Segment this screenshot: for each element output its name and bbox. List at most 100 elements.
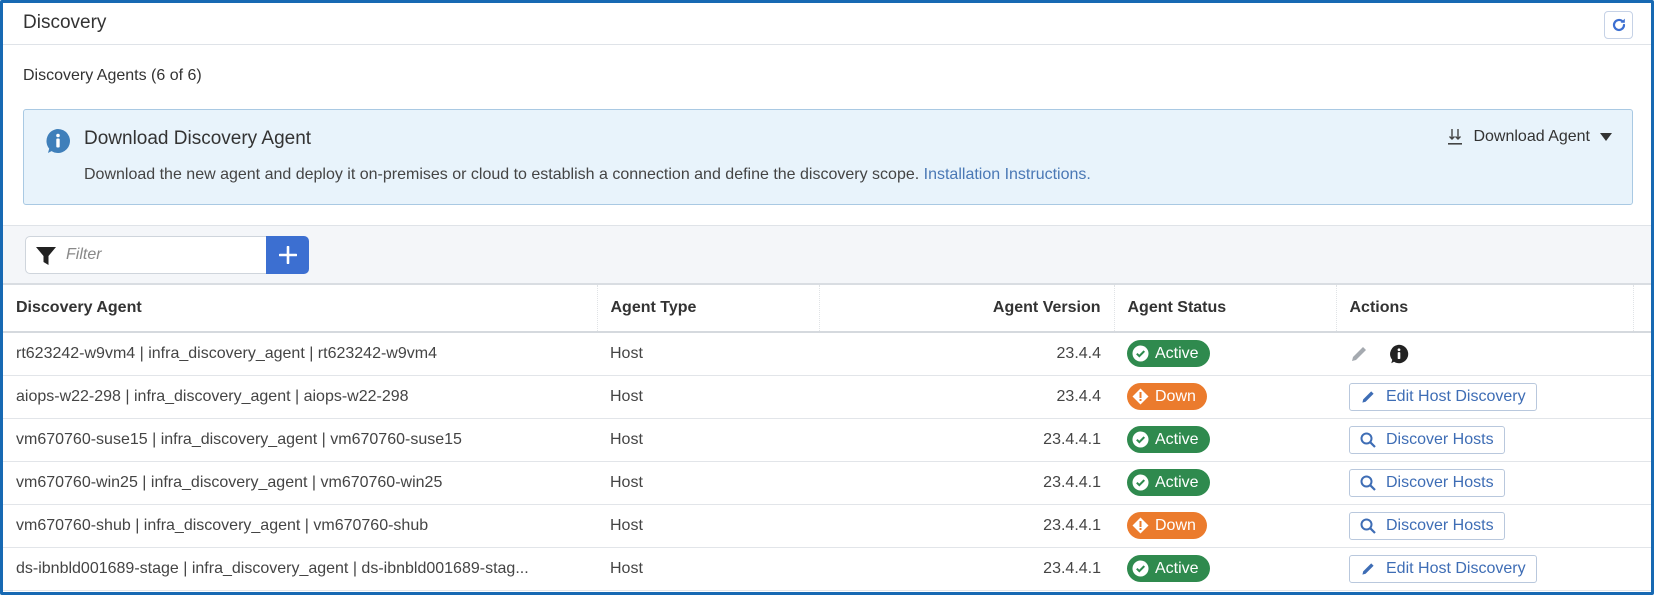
agent-name: vm670760-win25 | infra_discovery_agent |… [3, 461, 597, 505]
plus-icon [278, 246, 297, 264]
installation-instructions-link[interactable]: Installation Instructions. [923, 166, 1091, 183]
actions-cell: Edit Host Discovery [1336, 375, 1633, 419]
status-label: Active [1155, 559, 1199, 577]
agent-version: 23.4.4 [819, 375, 1114, 419]
agent-name: vm670760-suse15 | infra_discovery_agent … [3, 418, 597, 462]
action-label: Discover Hosts [1386, 430, 1494, 448]
agent-version: 23.4.4.1 [819, 504, 1114, 548]
banner-description: Download the new agent and deploy it on-… [84, 166, 1091, 184]
agent-status-cell: Active [1114, 547, 1336, 591]
status-label: Active [1155, 344, 1199, 362]
filter-box [25, 236, 267, 274]
agent-name: rt623242-w9vm4 | infra_discovery_agent |… [3, 332, 597, 376]
agent-version: 23.4.4 [819, 332, 1114, 376]
search-icon [1360, 432, 1376, 448]
refresh-icon [1612, 18, 1625, 32]
discover-hosts-button[interactable]: Discover Hosts [1349, 425, 1505, 454]
action-label: Edit Host Discovery [1386, 559, 1526, 577]
table-header-row: Discovery Agent Agent Type Agent Version… [3, 285, 1651, 333]
agent-type: Host [597, 461, 819, 505]
filter-icon [36, 247, 56, 265]
agent-type: Host [597, 418, 819, 462]
pencil-icon [1362, 390, 1374, 403]
agent-type: Host [597, 375, 819, 419]
table-row[interactable]: aiops-w22-298 | infra_discovery_agent | … [3, 375, 1651, 419]
spacer-cell [1633, 375, 1651, 419]
warning-diamond-icon [1132, 388, 1149, 405]
search-icon [1360, 475, 1376, 491]
status-badge: Active [1127, 555, 1210, 582]
column-header-spacer [1633, 285, 1651, 333]
table-row[interactable]: rt623242-w9vm4 | infra_discovery_agent |… [3, 332, 1651, 376]
status-label: Down [1155, 516, 1196, 534]
agent-name: vm670760-shub | infra_discovery_agent | … [3, 504, 597, 548]
status-label: Active [1155, 430, 1199, 448]
status-badge: Down [1127, 512, 1207, 539]
check-circle-icon [1132, 560, 1149, 577]
agent-status-cell: Down [1114, 375, 1336, 419]
spacer-cell [1633, 547, 1651, 591]
info-button[interactable] [1389, 344, 1409, 364]
action-label: Discover Hosts [1386, 516, 1494, 534]
spacer-cell [1633, 418, 1651, 462]
column-header-agent-type[interactable]: Agent Type [597, 285, 820, 333]
agent-status-cell: Down [1114, 504, 1336, 548]
spacer-cell [1633, 461, 1651, 505]
check-circle-icon [1132, 345, 1149, 362]
pencil-icon [1352, 346, 1366, 361]
discover-hosts-button[interactable]: Discover Hosts [1349, 468, 1505, 497]
edit-button[interactable] [1349, 344, 1369, 364]
check-circle-icon [1132, 431, 1149, 448]
info-icon [1390, 344, 1409, 363]
agent-version: 23.4.4.1 [819, 547, 1114, 591]
agents-table: Discovery Agent Agent Type Agent Version… [3, 285, 1651, 591]
add-agent-button[interactable] [266, 236, 309, 274]
status-badge: Active [1127, 469, 1210, 496]
page-title: Discovery [23, 12, 107, 33]
download-agent-dropdown[interactable]: Download Agent [1447, 128, 1612, 146]
info-icon [46, 129, 70, 153]
agent-type: Host [597, 504, 819, 548]
spacer-cell [1633, 504, 1651, 548]
action-label: Discover Hosts [1386, 473, 1494, 491]
download-icon [1448, 129, 1463, 145]
download-agent-banner: Download Discovery Agent Download the ne… [23, 109, 1633, 205]
column-header-discovery-agent[interactable]: Discovery Agent [3, 285, 598, 333]
download-agent-label: Download Agent [1473, 128, 1590, 145]
status-badge: Down [1127, 383, 1207, 410]
agent-status-cell: Active [1114, 461, 1336, 505]
agent-name: ds-ibnbld001689-stage | infra_discovery_… [3, 547, 597, 591]
column-header-agent-version[interactable]: Agent Version [819, 285, 1115, 333]
table-row[interactable]: ds-ibnbld001689-stage | infra_discovery_… [3, 547, 1651, 591]
agent-version: 23.4.4.1 [819, 461, 1114, 505]
action-label: Edit Host Discovery [1386, 387, 1526, 405]
status-label: Active [1155, 473, 1199, 491]
banner-text: Download the new agent and deploy it on-… [84, 166, 924, 183]
edit-host-discovery-button[interactable]: Edit Host Discovery [1349, 382, 1537, 411]
actions-cell [1336, 332, 1633, 376]
banner-title: Download Discovery Agent [84, 128, 312, 149]
agent-status-cell: Active [1114, 332, 1336, 376]
agent-type: Host [597, 547, 819, 591]
refresh-button[interactable] [1604, 11, 1633, 39]
filter-input[interactable] [66, 241, 261, 269]
table-row[interactable]: vm670760-suse15 | infra_discovery_agent … [3, 418, 1651, 462]
table-row[interactable]: vm670760-shub | infra_discovery_agent | … [3, 504, 1651, 548]
status-badge: Active [1127, 340, 1210, 368]
table-row[interactable]: vm670760-win25 | infra_discovery_agent |… [3, 461, 1651, 505]
column-header-actions: Actions [1336, 285, 1634, 333]
warning-diamond-icon [1132, 517, 1149, 534]
table-toolbar [3, 225, 1651, 285]
edit-host-discovery-button[interactable]: Edit Host Discovery [1349, 554, 1537, 583]
search-icon [1360, 518, 1376, 534]
discover-hosts-button[interactable]: Discover Hosts [1349, 511, 1505, 540]
actions-cell: Discover Hosts [1336, 504, 1633, 548]
panel-header: Discovery [3, 3, 1651, 45]
pencil-icon [1362, 562, 1374, 575]
status-label: Down [1155, 387, 1196, 405]
actions-cell: Discover Hosts [1336, 418, 1633, 462]
agent-version: 23.4.4.1 [819, 418, 1114, 462]
column-header-agent-status[interactable]: Agent Status [1114, 285, 1337, 333]
check-circle-icon [1132, 474, 1149, 491]
